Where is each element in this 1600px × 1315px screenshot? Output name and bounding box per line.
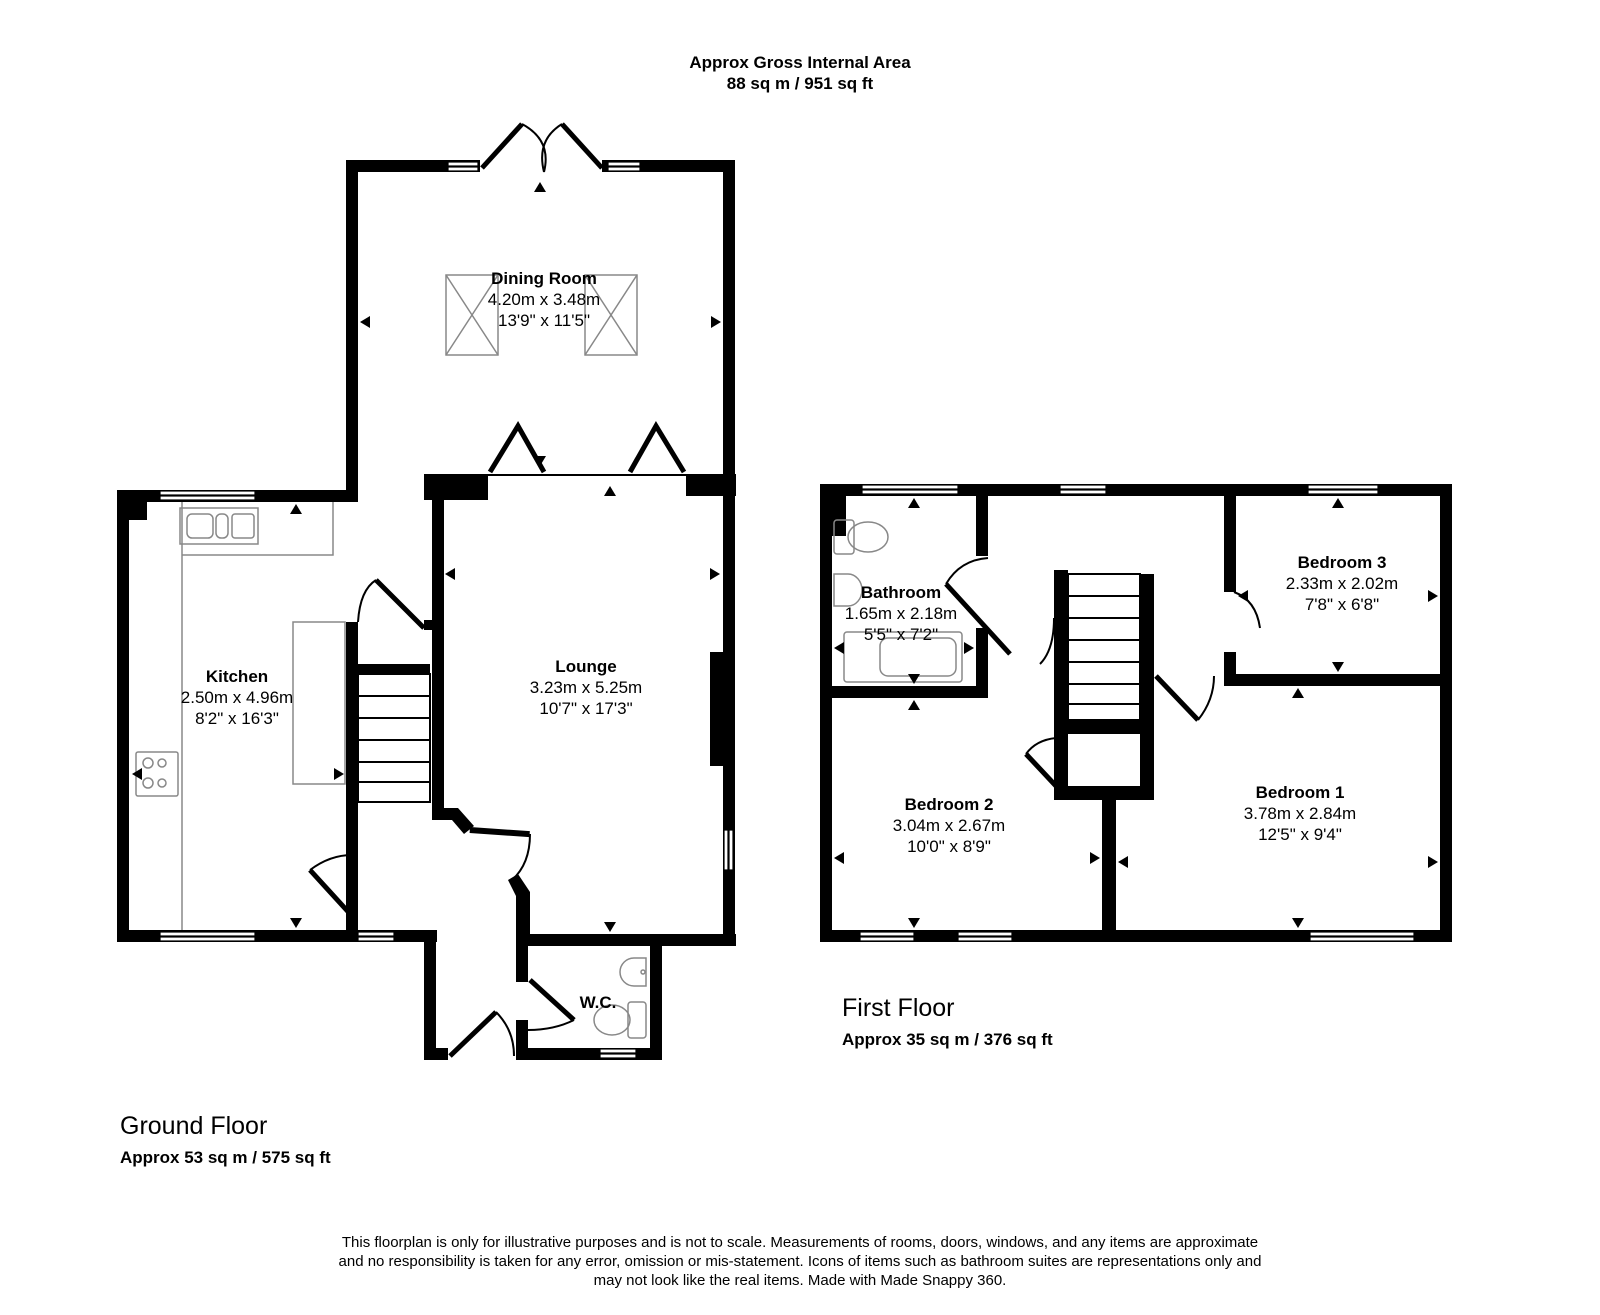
door-swing-icon bbox=[1154, 674, 1215, 722]
door-swing-icon bbox=[1233, 591, 1261, 629]
window-icon bbox=[159, 490, 256, 496]
window-icon bbox=[1059, 484, 1107, 490]
toilet-icon bbox=[833, 519, 889, 555]
room-label-wc: W.C. bbox=[579, 993, 617, 1012]
gross-area-title: Approx Gross Internal Area bbox=[689, 53, 911, 72]
window-icon bbox=[607, 161, 641, 167]
first-floor-area: Approx 35 sq m / 376 sq ft bbox=[842, 1030, 1053, 1049]
window-icon bbox=[723, 829, 729, 871]
door-swing-icon bbox=[1024, 737, 1058, 788]
window-icon bbox=[1307, 484, 1379, 490]
window-icon bbox=[859, 931, 915, 937]
door-swing-icon bbox=[357, 578, 426, 630]
skylight-icon bbox=[445, 274, 499, 356]
room-label-dining-room: Dining Room 4.20m x 3.48m 13'9" x 11'5" bbox=[487, 269, 601, 330]
basin-icon bbox=[833, 573, 863, 607]
room-label-bathroom: Bathroom 1.65m x 2.18m 5'5" x 7'2" bbox=[844, 583, 958, 644]
hob-icon bbox=[135, 751, 179, 797]
sink-icon bbox=[179, 507, 259, 545]
window-icon bbox=[357, 931, 395, 937]
window-icon bbox=[957, 931, 1013, 937]
ground-floor-plan bbox=[117, 122, 736, 1060]
dimension-arrow-icon bbox=[834, 498, 1438, 928]
room-label-lounge: Lounge 3.23m x 5.25m 10'7" x 17'3" bbox=[529, 657, 643, 718]
first-floor-caption: First Floor Approx 35 sq m / 376 sq ft bbox=[842, 994, 1053, 1050]
skylight-icon bbox=[584, 274, 638, 356]
door-swing-icon bbox=[944, 557, 1012, 656]
staircase-icon bbox=[357, 673, 431, 803]
toilet-icon bbox=[593, 1001, 647, 1039]
room-label-kitchen: Kitchen 2.50m x 4.96m 8'2" x 16'3" bbox=[180, 667, 294, 728]
door-swing-icon bbox=[448, 1010, 515, 1058]
gross-area-value: 88 sq m / 951 sq ft bbox=[726, 74, 874, 93]
dimension-arrow-icon bbox=[132, 182, 721, 932]
room-label-bedroom-1: Bedroom 1 3.78m x 2.84m 12'5" x 9'4" bbox=[1243, 783, 1357, 844]
room-label-bedroom-2: Bedroom 2 3.04m x 2.67m 10'0" x 8'9" bbox=[892, 795, 1006, 856]
door-swing-icon bbox=[527, 978, 576, 1031]
door-swing-icon bbox=[1039, 617, 1055, 665]
room-label-bedroom-3: Bedroom 3 2.33m x 2.02m 7'8" x 6'8" bbox=[1285, 553, 1399, 614]
basin-icon bbox=[619, 957, 647, 987]
window-icon bbox=[599, 1048, 637, 1054]
gross-area-heading: Approx Gross Internal Area 88 sq m / 951… bbox=[0, 52, 1600, 94]
first-floor-plan bbox=[820, 484, 1452, 942]
window-icon bbox=[861, 484, 959, 490]
ground-floor-area: Approx 53 sq m / 575 sq ft bbox=[120, 1148, 331, 1167]
ground-floor-name: Ground Floor bbox=[120, 1112, 268, 1140]
disclaimer: This floorplan is only for illustrative … bbox=[338, 1234, 1262, 1289]
staircase-icon bbox=[1067, 573, 1141, 721]
ground-floor-caption: Ground Floor Approx 53 sq m / 575 sq ft bbox=[120, 1112, 331, 1168]
door-swing-icon bbox=[308, 854, 354, 918]
window-icon bbox=[159, 931, 256, 937]
window-icon bbox=[447, 161, 479, 167]
first-floor-name: First Floor bbox=[842, 994, 955, 1022]
door-swing-icon bbox=[487, 421, 687, 474]
door-swing-icon bbox=[480, 122, 604, 173]
window-icon bbox=[1309, 931, 1415, 937]
